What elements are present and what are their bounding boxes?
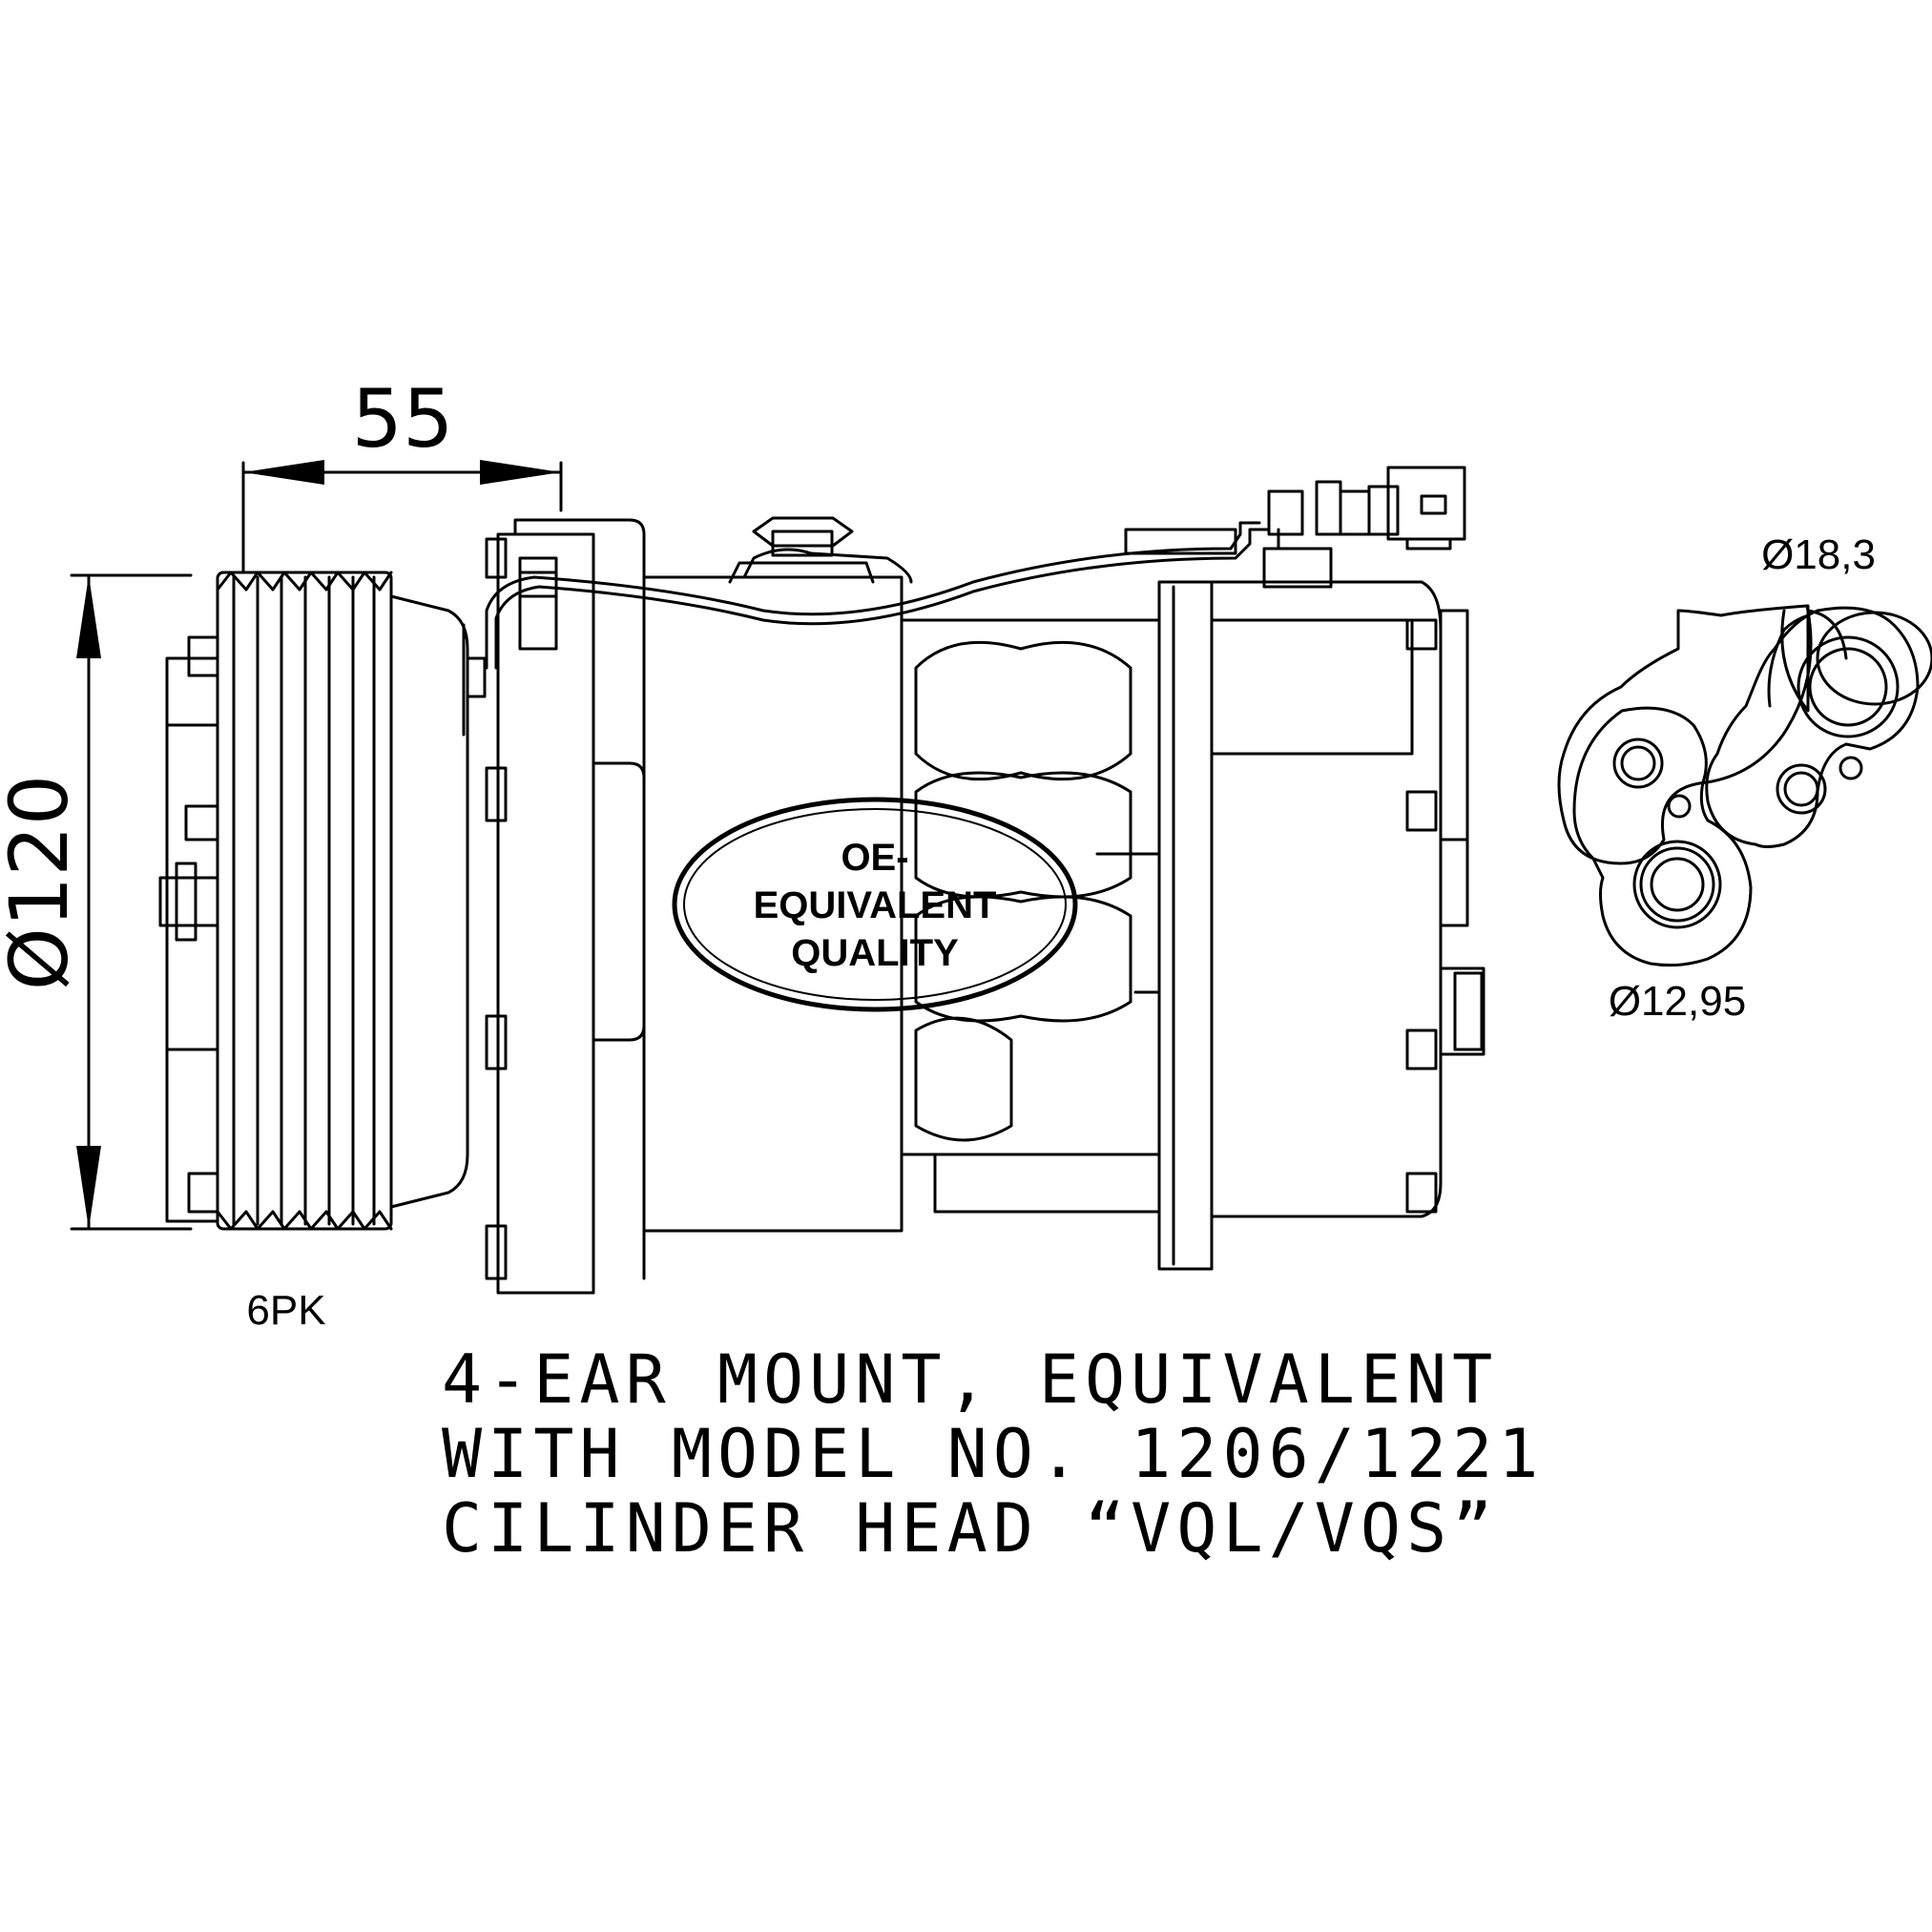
arrow-right-icon <box>480 460 561 485</box>
note-line-2: WITH MODEL NO. 1206/1221 <box>442 1415 1544 1493</box>
front-housing <box>462 518 646 1295</box>
port-small-label: Ø12,95 <box>1609 978 1746 1025</box>
arrow-down-icon <box>76 1146 101 1229</box>
badge-line-1: OE- <box>841 837 908 879</box>
notes-block: 4-EAR MOUNT, EQUIVALENT WITH MODEL NO. 1… <box>442 1340 1544 1568</box>
wiring-harness <box>485 466 1466 670</box>
dimension-width: 55 <box>241 372 563 574</box>
dimension-diameter-label: Ø120 <box>0 775 86 990</box>
port-plate-left <box>1572 706 1753 967</box>
note-line-1: 4-EAR MOUNT, EQUIVALENT <box>442 1340 1498 1419</box>
pulley: 6PK <box>158 571 469 1334</box>
oe-equivalent-badge: OE- EQUIVALENT QUALITY <box>672 797 1078 1012</box>
badge-line-2: EQUIVALENT <box>754 884 997 926</box>
dimension-width-label: 55 <box>352 372 454 466</box>
badge-line-3: QUALITY <box>791 932 959 974</box>
pulley-label: 6PK <box>246 1287 325 1334</box>
port-plate-large-body <box>1767 609 1848 708</box>
note-line-3: CILINDER HEAD “VQL/VQS” <box>442 1489 1498 1568</box>
port-large-label: Ø18,3 <box>1761 531 1876 578</box>
arrow-up-icon <box>76 575 101 658</box>
dimension-diameter: Ø120 <box>0 573 193 1231</box>
port-plate-right <box>1705 606 1920 848</box>
rear-housing <box>1157 580 1485 1271</box>
arrow-left-icon <box>243 460 324 485</box>
